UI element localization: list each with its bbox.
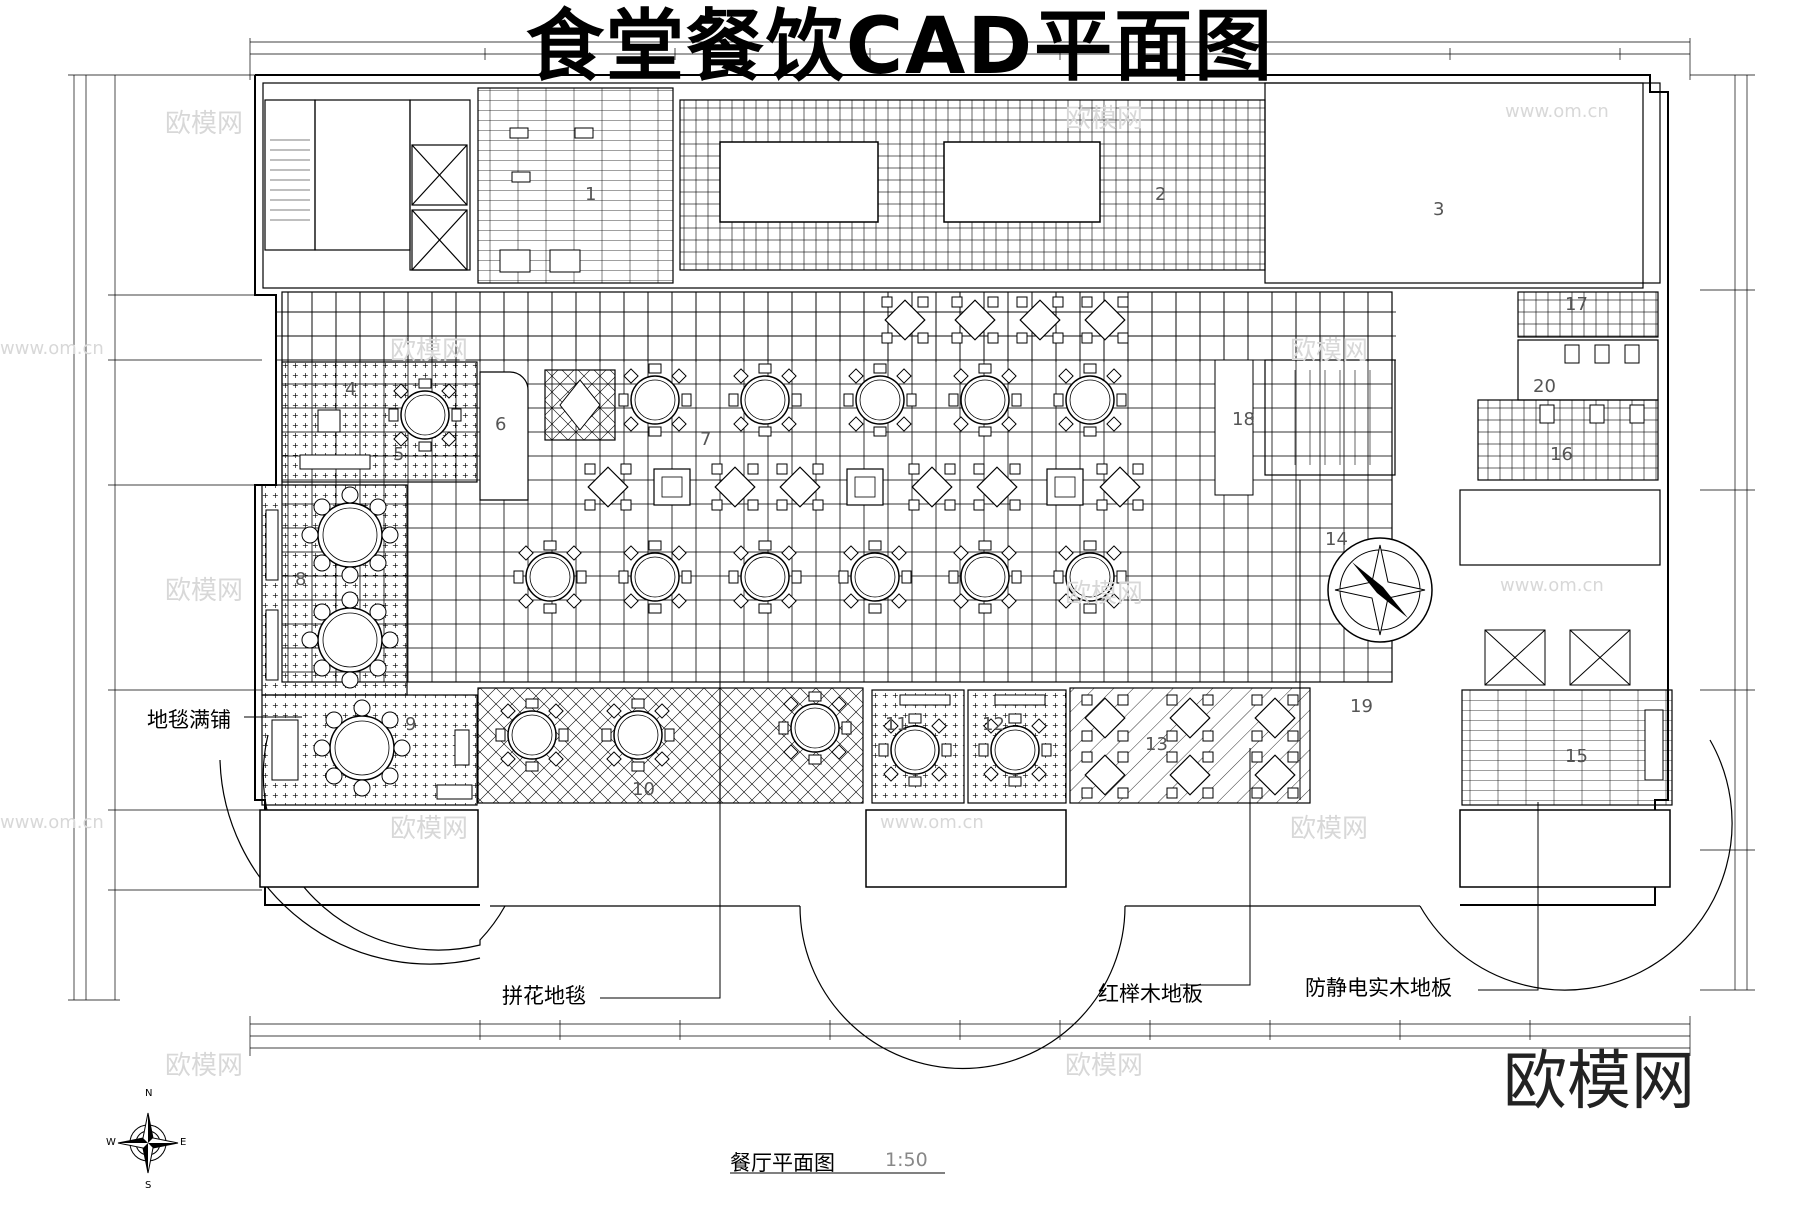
compass-east-label: E — [180, 1137, 187, 1148]
room-number: 9 — [405, 714, 416, 735]
watermark-url: www.om.cn — [880, 812, 984, 833]
callout-carpet-full: 地毯满铺 — [147, 708, 231, 732]
page-title: 食堂餐饮CAD平面图 — [525, 2, 1275, 92]
room-number: 11 — [885, 714, 908, 735]
watermark: 欧模网 — [1065, 1051, 1144, 1081]
compass-rose-icon — [117, 1112, 179, 1174]
room-number: 17 — [1565, 294, 1588, 315]
room-number: 6 — [495, 414, 506, 435]
room-number: 3 — [1433, 199, 1444, 220]
watermark: 欧模网 — [165, 1051, 244, 1081]
compass-south-label: S — [145, 1180, 152, 1191]
watermark: 欧模网 — [165, 576, 244, 606]
callout-parquet-carpet: 拼花地毯 — [502, 984, 586, 1008]
room-number: 2 — [1155, 184, 1166, 205]
room-number: 20 — [1533, 376, 1556, 397]
compass-north-label: N — [145, 1088, 153, 1099]
room-number: 10 — [632, 779, 655, 800]
watermark-url: www.om.cn — [1505, 101, 1609, 122]
watermark-url: www.om.cn — [0, 812, 104, 833]
room-number: 12 — [982, 714, 1005, 735]
room-number: 19 — [1350, 696, 1373, 717]
room-number: 18 — [1232, 409, 1255, 430]
watermark: 欧模网 — [165, 109, 244, 139]
watermark-url: www.om.cn — [0, 338, 104, 359]
room-number: 8 — [295, 569, 306, 590]
watermark: 欧模网 — [1065, 104, 1144, 134]
room-number: 13 — [1145, 734, 1168, 755]
room-number: 16 — [1550, 444, 1573, 465]
watermark: 欧模网 — [1065, 579, 1144, 609]
callout-antistatic-floor: 防静电实木地板 — [1305, 976, 1452, 1000]
brand-logo-text: 欧模网 — [1503, 1045, 1695, 1119]
room-number: 1 — [585, 184, 596, 205]
room-number: 5 — [393, 444, 404, 465]
watermark-url: www.om.cn — [1500, 575, 1604, 596]
room-number: 15 — [1565, 746, 1588, 767]
compass-west-label: W — [106, 1137, 116, 1148]
watermark: 欧模网 — [1290, 336, 1369, 366]
drawing-caption: 餐厅平面图 — [730, 1151, 835, 1175]
watermark: 欧模网 — [1290, 814, 1369, 844]
room-number: 14 — [1325, 529, 1348, 550]
watermark: 欧模网 — [390, 336, 469, 366]
watermark: 欧模网 — [390, 814, 469, 844]
drawing-scale: 1:50 — [885, 1149, 928, 1171]
callout-red-beech-floor: 红榉木地板 — [1098, 982, 1203, 1006]
room-number: 7 — [700, 429, 711, 450]
room-number: 4 — [345, 379, 356, 400]
